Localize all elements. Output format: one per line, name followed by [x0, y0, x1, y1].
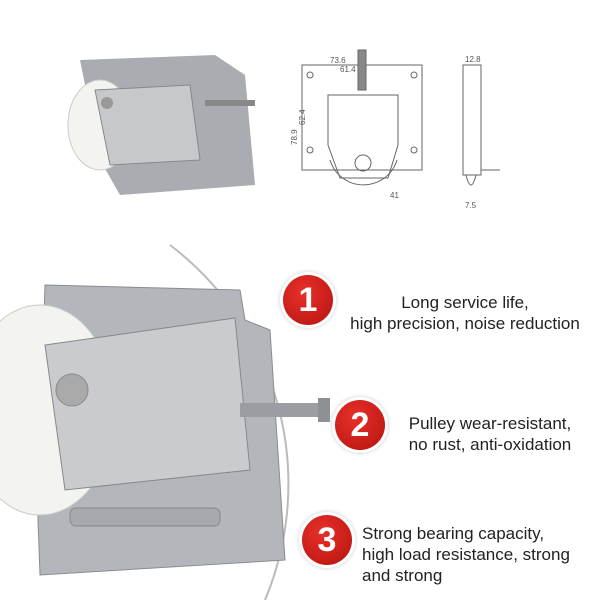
feature-3-line-2: high load resistance, strong [362, 545, 570, 564]
feature-3-line-3: and strong [362, 566, 443, 585]
dim-41: 41 [390, 191, 399, 200]
feature-3-text: Strong bearing capacity, high load resis… [362, 523, 600, 586]
feature-2-line-2: no rust, anti-oxidation [408, 435, 572, 454]
feature-badge-1: 1 [283, 275, 333, 325]
dim-78-9: 78.9 [290, 129, 299, 145]
feature-badge-2: 2 [335, 400, 385, 450]
small-pulley-photo [67, 55, 255, 195]
dim-62-4: 62.4 [298, 109, 307, 125]
dim-7-5: 7.5 [465, 201, 477, 210]
feature-1-text: Long service life, high precision, noise… [330, 292, 600, 334]
dim-12-8: 12.8 [465, 55, 481, 64]
technical-drawing: 73.6 61.4 78.9 62.4 41 12.8 7.5 [290, 49, 500, 210]
feature-badge-3: 3 [302, 515, 352, 565]
feature-1-line-1: Long service life, [401, 293, 529, 312]
feature-1-line-2: high precision, noise reduction [350, 314, 580, 333]
feature-3-line-1: Strong bearing capacity, [362, 524, 545, 543]
feature-2-text: Pulley wear-resistant, no rust, anti-oxi… [385, 413, 595, 455]
large-pulley-photo [0, 284, 330, 576]
feature-2-line-1: Pulley wear-resistant, [408, 414, 572, 433]
dim-61-4: 61.4 [340, 65, 356, 74]
dim-73-6: 73.6 [330, 56, 346, 65]
